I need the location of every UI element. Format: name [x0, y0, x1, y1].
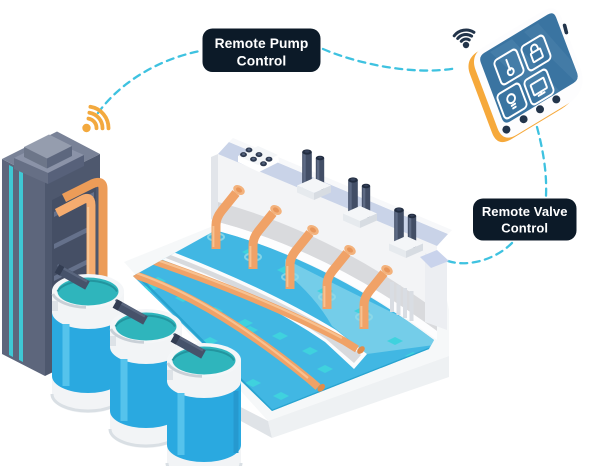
- svg-text:Remote Pump: Remote Pump: [215, 36, 309, 51]
- svg-text:Control: Control: [237, 54, 287, 69]
- svg-text:Remote Valve: Remote Valve: [482, 204, 568, 219]
- svg-text:Control: Control: [501, 221, 548, 236]
